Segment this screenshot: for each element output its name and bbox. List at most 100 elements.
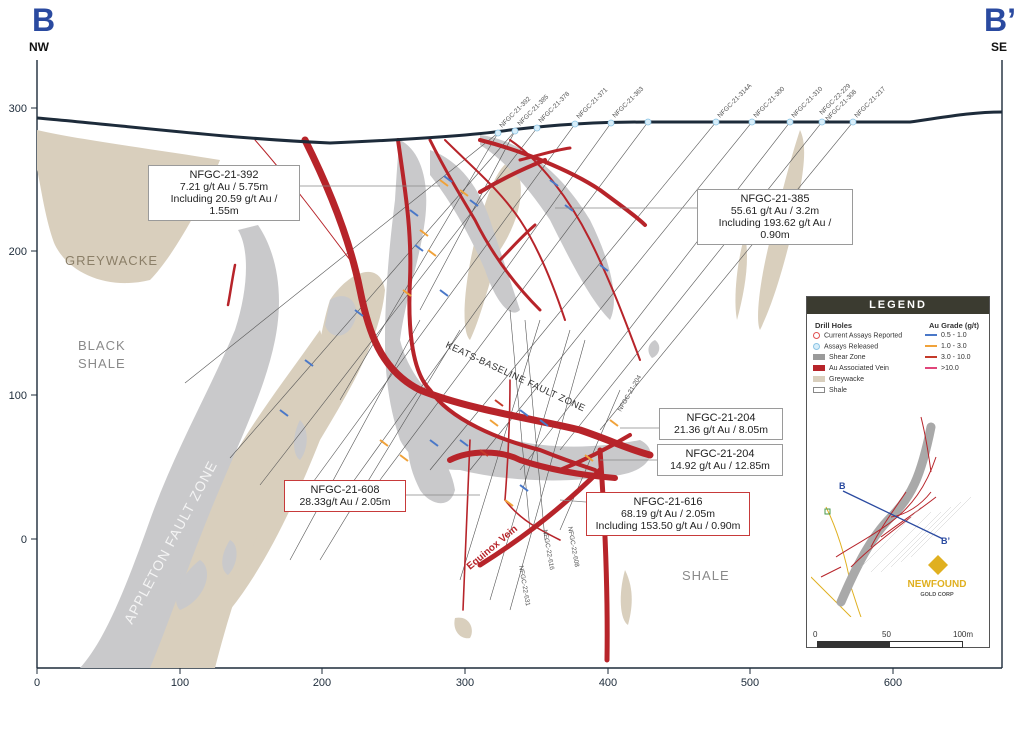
greywacke-body xyxy=(620,570,632,625)
black-shale-label: SHALE xyxy=(78,356,126,371)
y-tick-label: 0 xyxy=(21,534,27,546)
x-tick-label: 300 xyxy=(456,677,474,689)
section-end-right: B’ xyxy=(984,2,1016,38)
legend-grade: 3.0 - 10.0 xyxy=(925,354,971,361)
callout-line: Including 193.62 g/t Au / 0.90m xyxy=(718,217,832,241)
callout-title: NFGC-21-385 xyxy=(740,193,810,205)
greywacke-body xyxy=(735,235,748,320)
shear-swatch xyxy=(813,354,825,361)
callout-leaders xyxy=(296,185,697,503)
x-tick-label: 500 xyxy=(741,677,759,689)
shear-zone xyxy=(648,340,660,358)
callout-title: NFGC-21-392 xyxy=(189,169,259,181)
grade-swatch xyxy=(925,367,937,370)
hole-label: NFGC-22-631 xyxy=(517,565,531,607)
shale-label: SHALE xyxy=(682,568,730,583)
vein-swatch xyxy=(813,365,825,372)
legend-item: Au Associated Vein xyxy=(813,365,889,372)
y-tick-label: 100 xyxy=(9,390,27,402)
legend-drill-heading: Drill Holes xyxy=(815,321,853,330)
legend-panel: LEGEND Drill Holes Au Grade (g/t) Curren… xyxy=(806,296,990,648)
callout-line: 55.61 g/t Au / 3.2m xyxy=(730,205,820,217)
greywacke-body xyxy=(454,617,472,639)
assay-callout: NFGC-21-608 28.33g/t Au / 2.05m xyxy=(284,480,406,512)
map-b-label: B xyxy=(839,481,846,491)
legend-item: Greywacke xyxy=(813,376,864,383)
callout-line: 68.19 g/t Au / 2.05m xyxy=(621,508,715,520)
assay-callout: NFGC-21-616 68.19 g/t Au / 2.05m Includi… xyxy=(586,492,750,536)
callout-title: NFGC-21-616 xyxy=(633,496,703,508)
callout-line: Including 153.50 g/t Au / 0.90m xyxy=(595,520,741,532)
callout-line: 28.33g/t Au / 2.05m xyxy=(299,496,391,508)
collar-label: NFGC-21-310 xyxy=(790,85,824,119)
topography-line xyxy=(37,110,1002,145)
collar-label: NFGC-21-217 xyxy=(853,85,887,119)
legend-label: Current Assays Reported xyxy=(824,332,903,340)
hole-label: NFGC-21-204 xyxy=(617,374,644,413)
callout-line: Including 20.59 g/t Au / 1.55m xyxy=(170,193,278,217)
legend-grade-label: 0.5 - 1.0 xyxy=(941,332,967,339)
axis-ticks xyxy=(31,107,894,674)
equinox-vein-label: Equinox Vein xyxy=(465,524,520,573)
shear-zone xyxy=(325,296,356,336)
y-tick-label: 300 xyxy=(9,103,27,115)
legend-item: Current Assays Reported xyxy=(813,332,902,339)
legend-label: Au Associated Vein xyxy=(829,365,889,372)
x-tick-label: 200 xyxy=(313,677,331,689)
newfound-logo-icon xyxy=(928,555,948,575)
x-tick-label: 400 xyxy=(599,677,617,689)
grade-swatch xyxy=(925,356,937,359)
drill-traces xyxy=(184,121,854,611)
scale-label: 50 xyxy=(882,630,891,639)
callout-line: 21.36 g/t Au / 8.05m xyxy=(674,424,768,436)
legend-grade: 0.5 - 1.0 xyxy=(925,332,967,339)
au-veins xyxy=(226,136,654,663)
shale-swatch xyxy=(813,387,825,394)
legend-item: Assays Released xyxy=(813,343,878,350)
callout-title: NFGC-21-608 xyxy=(310,484,380,496)
assay-callout: NFGC-21-392 7.21 g/t Au / 5.75m Includin… xyxy=(148,165,300,221)
inset-plan-map: B B’ NEWFOUND GOLD CORP xyxy=(811,416,972,617)
hole-label: NFGC-22-608 xyxy=(566,526,580,568)
legend-grade: 1.0 - 3.0 xyxy=(925,343,967,350)
legend-label: Assays Released xyxy=(824,343,879,351)
y-tick-label: 200 xyxy=(9,246,27,258)
legend-grade: >10.0 xyxy=(925,365,959,372)
callout-title: NFGC-21-204 xyxy=(685,448,755,460)
collar-icon xyxy=(813,343,820,350)
callout-line: 14.92 g/t Au / 12.85m xyxy=(670,460,770,472)
legend-item: Shear Zone xyxy=(813,354,866,361)
grade-swatch xyxy=(925,345,937,348)
collars xyxy=(494,118,857,137)
target-icon xyxy=(813,332,820,339)
collar-label: NFGC-21-314A xyxy=(716,82,753,119)
logo-subtext: GOLD CORP xyxy=(920,592,954,598)
shear-zone xyxy=(294,420,307,460)
shear-zone xyxy=(408,430,455,504)
assay-callout: NFGC-21-385 55.61 g/t Au / 3.2m Includin… xyxy=(697,189,853,245)
grade-swatch xyxy=(925,334,937,337)
collar-label: NFGC-21-371 xyxy=(575,86,609,120)
hole-label: NFGC-22-616 xyxy=(541,529,555,571)
assay-ticks xyxy=(279,175,619,507)
scale-label: 0 xyxy=(813,630,818,639)
legend-item: Shale xyxy=(813,387,847,394)
collar-label: NFGC-21-363 xyxy=(611,85,645,119)
collar-label: NFGC-21-300 xyxy=(752,85,786,119)
shear-zone xyxy=(176,560,208,610)
legend-grade-label: >10.0 xyxy=(941,365,959,372)
direction-left: NW xyxy=(29,40,49,54)
legend-label: Greywacke xyxy=(829,376,865,383)
legend-grade-label: 1.0 - 3.0 xyxy=(941,343,967,350)
greywacke-label: GREYWACKE xyxy=(65,253,158,268)
shear-zone xyxy=(480,135,614,320)
direction-right: SE xyxy=(991,40,1008,54)
legend-label: Shale xyxy=(829,387,847,394)
assay-callout: NFGC-21-204 21.36 g/t Au / 8.05m xyxy=(659,408,783,440)
scale-label: 100m xyxy=(953,630,974,639)
legend-label: Shear Zone xyxy=(829,354,866,361)
x-tick-label: 600 xyxy=(884,677,902,689)
legend-grade-heading: Au Grade (g/t) xyxy=(929,321,979,330)
appleton-shear-zone xyxy=(80,225,279,668)
